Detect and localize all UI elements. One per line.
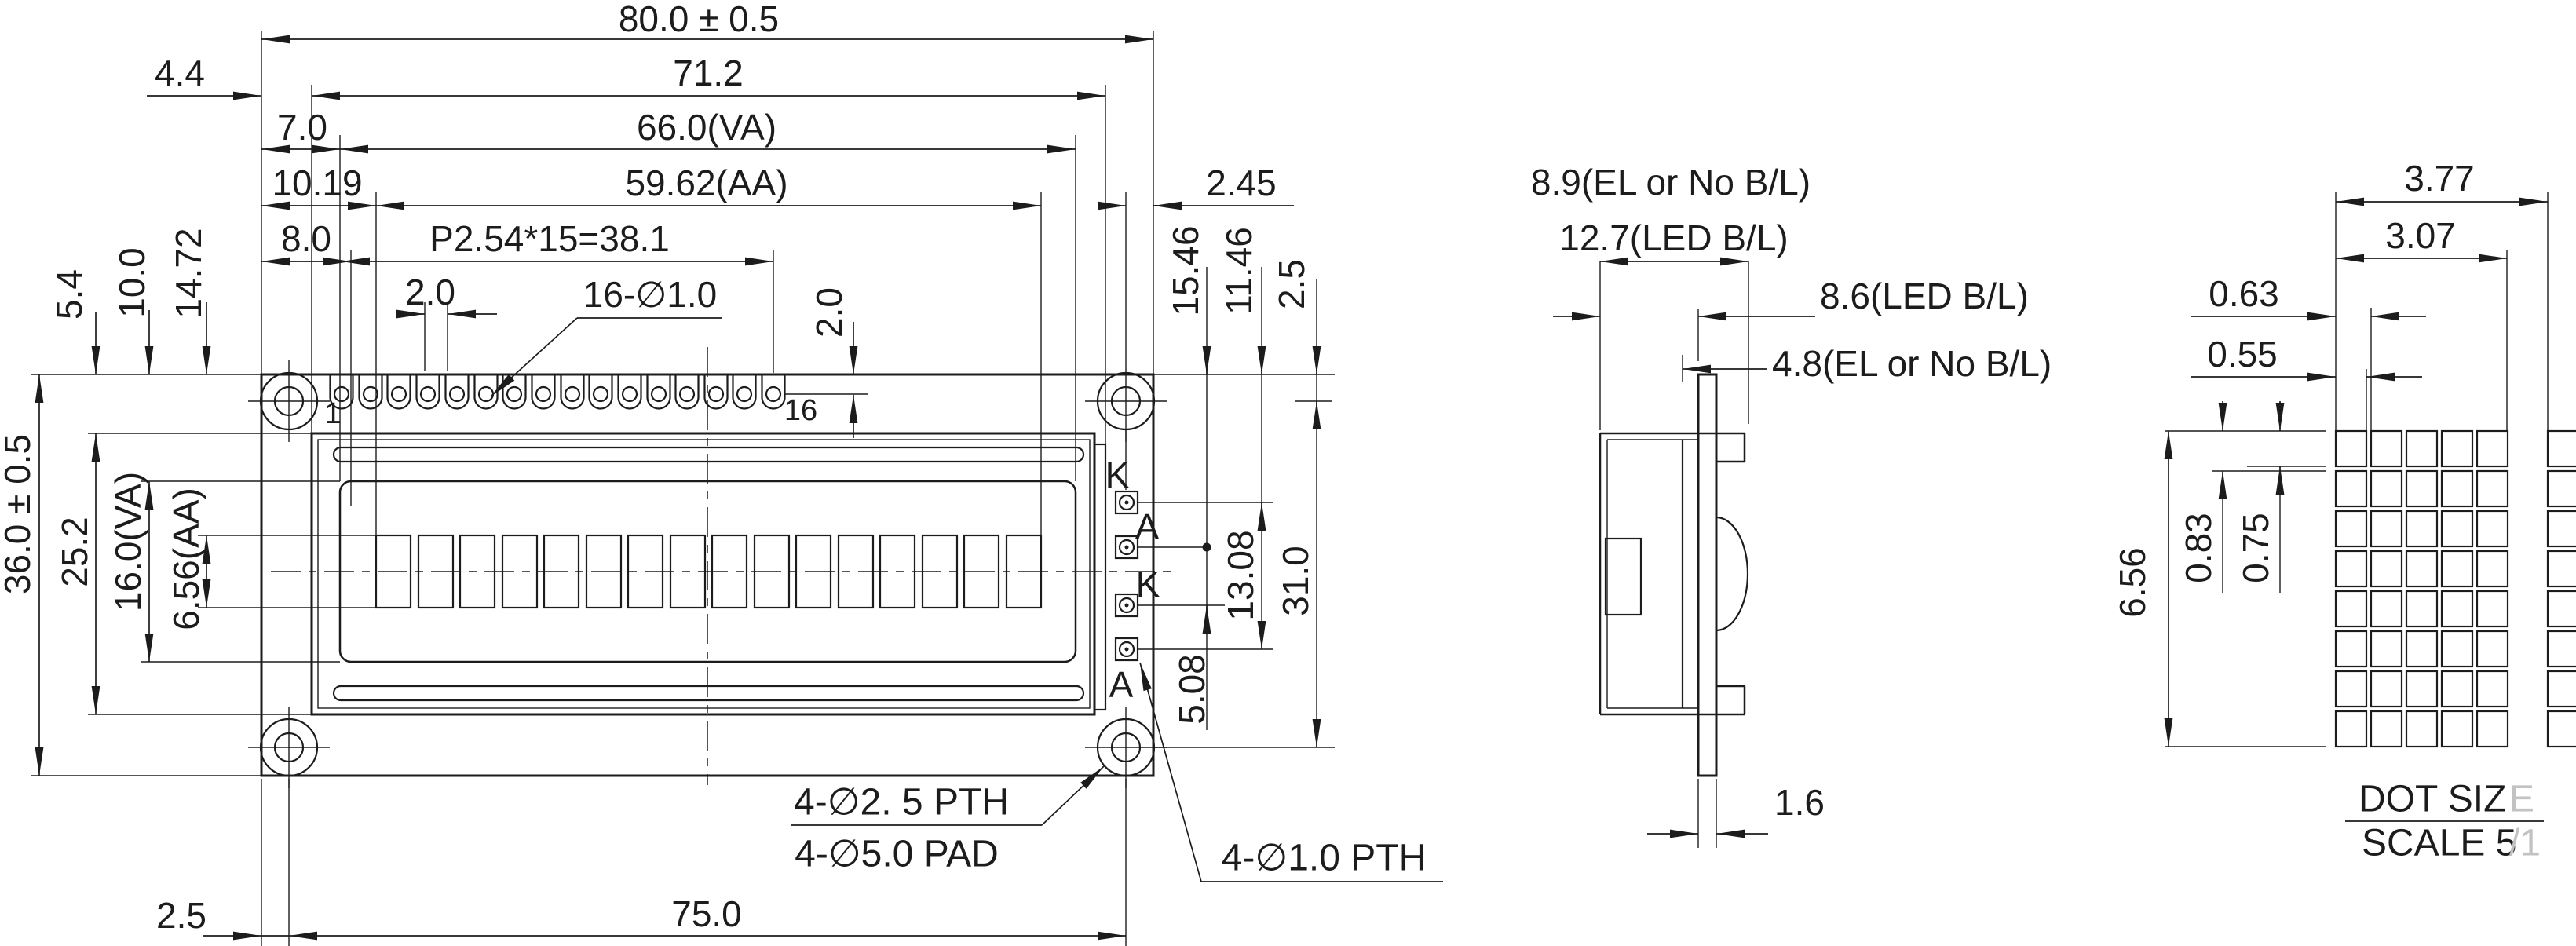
callout-bl-hole: 4-∅1.0 PTH — [1222, 838, 1427, 879]
interface-pins — [329, 373, 786, 410]
dim-hole-offset: 2.5 — [1271, 259, 1312, 309]
pin-number-first: 1 — [324, 397, 341, 430]
dim-bezel-top: 5.4 — [49, 269, 90, 320]
dim-led-front: 8.6(LED B/L) — [1820, 276, 2029, 316]
side-view: 8.9(EL or No B/L) 12.7(LED B/L) 8.6(LED … — [1531, 162, 2052, 848]
dot-grid — [2336, 429, 2576, 748]
dim-va-width: 66.0(VA) — [637, 107, 776, 148]
dim-aa-offset: 10.19 — [272, 163, 362, 203]
pcb-side — [1697, 373, 1718, 777]
dim-hole-pitch: 75.0 — [671, 893, 742, 934]
detail-dimensions — [2164, 197, 2548, 747]
dim-overall-height: 36.0 ± 0.5 — [0, 434, 38, 594]
detail-title-text: DOT SIZ — [2359, 779, 2506, 820]
dim-char-pitch: 3.77 — [2404, 158, 2475, 199]
detail-title: DOT SIZ E SCALE 5 /1 — [2345, 779, 2544, 864]
dot-size-detail: 3.77 3.07 0.63 0.55 0.83 0.75 6.56 DOT S… — [2112, 158, 2576, 864]
dim-aa-top: 14.72 — [168, 228, 209, 318]
dim-aa-height: 6.56(AA) — [166, 488, 206, 630]
dim-hole-span: 31.0 — [1275, 546, 1316, 616]
dim-edge-to-pin: 2.45 — [1206, 163, 1277, 203]
bl-pin-label-k1: K — [1105, 455, 1130, 495]
pin-number-last: 16 — [784, 394, 817, 427]
dim-bl-offset: 8.0 — [281, 218, 331, 259]
dim-pin-row-offset: 2.0 — [809, 287, 850, 338]
dim-el-front: 4.8(EL or No B/L) — [1772, 343, 2052, 384]
top-dimensions — [147, 35, 1153, 438]
dim-ka-span: 13.08 — [1220, 530, 1261, 620]
dim-hole-margin: 2.5 — [156, 895, 206, 936]
callout-pin-holes: 16-∅1.0 — [583, 274, 718, 315]
dim-el-total: 8.9(EL or No B/L) — [1531, 162, 1811, 203]
dim-char-height: 6.56 — [2112, 547, 2153, 618]
dim-top-to-k: 11.46 — [1219, 227, 1259, 315]
bezel-frame — [310, 432, 1107, 716]
callout-mount-hole: 4-∅2. 5 PTH — [794, 782, 1009, 824]
detail-extension-lines — [2165, 192, 2549, 747]
dim-va-height: 16.0(VA) — [108, 472, 148, 612]
dim-ka-mid-gap: 5.08 — [1171, 654, 1212, 725]
dim-pin1-offset: 7.0 — [277, 107, 327, 148]
dim-row-pitch: 0.83 — [2178, 513, 2219, 583]
bl-pin-label-a2: A — [1109, 664, 1134, 705]
glass-edge — [1093, 443, 1107, 711]
backlight-bulge — [1716, 516, 1749, 632]
dim-top-to-a: 15.46 — [1165, 225, 1206, 316]
dim-va-top: 10.0 — [111, 247, 152, 318]
dim-left-margin: 4.4 — [155, 53, 205, 93]
dim-dot-pitch: 0.63 — [2209, 273, 2279, 314]
side-extension-lines — [1599, 261, 1749, 848]
detail-scale-cut: /1 — [2509, 823, 2541, 864]
dim-aa-width: 59.62(AA) — [625, 163, 787, 203]
front-view: 1 16 K A K A — [0, 0, 1443, 946]
bl-pin-label-a1: A — [1135, 506, 1160, 547]
dim-pcb-thickness: 1.6 — [1774, 782, 1825, 823]
side-dimensions — [1553, 257, 1815, 838]
bezel-side — [1599, 432, 1749, 716]
dim-pin-pitch: P2.54*15=38.1 — [429, 218, 670, 259]
dim-dot-width: 0.55 — [2207, 334, 2278, 374]
right-dimensions — [1098, 201, 1321, 747]
dim-bezel-height: 25.2 — [54, 517, 95, 587]
left-dimensions — [35, 302, 211, 776]
dim-led-total: 12.7(LED B/L) — [1559, 217, 1788, 258]
dim-overall-width: 80.0 ± 0.5 — [619, 0, 779, 39]
dim-char-width: 3.07 — [2385, 215, 2456, 256]
callout-mount-pad: 4-∅5.0 PAD — [795, 834, 999, 875]
dim-pad-width: 2.0 — [405, 272, 455, 312]
bottom-dimensions — [203, 662, 1443, 941]
backlight-pins: K A K A — [1105, 429, 1273, 705]
dim-dot-height: 0.75 — [2235, 513, 2276, 583]
dim-bezel-width: 71.2 — [673, 53, 744, 93]
bl-pin-label-k2: K — [1136, 564, 1160, 604]
detail-scale-text: SCALE 5 — [2362, 823, 2516, 864]
detail-title-cut: E — [2509, 779, 2534, 820]
extension-lines — [31, 31, 1335, 946]
